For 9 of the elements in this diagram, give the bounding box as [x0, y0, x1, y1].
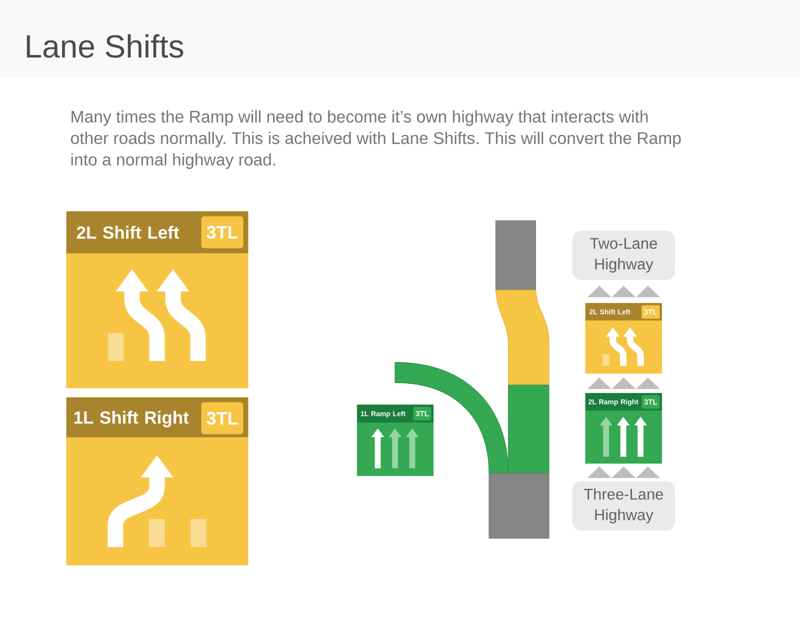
chevron-arrows: [587, 466, 660, 478]
road-type-box: Two-Lane Highway: [572, 230, 676, 280]
title: Lane Shifts: [26, 34, 184, 58]
lane-count-badge: 3TL: [201, 216, 244, 248]
description-text: Many times the Ramp will need to become it’s own highway that interacts with other roads normally. This is acheived with Lane Shifts. This will convert the Ramp into a normal highway road.: [70, 110, 681, 169]
road-type-box: Three-Lane Highway: [572, 481, 676, 531]
chevron-arrows: [587, 286, 660, 298]
chevron-arrows: [587, 378, 660, 389]
lane-count-badge: 3TL: [201, 402, 244, 434]
